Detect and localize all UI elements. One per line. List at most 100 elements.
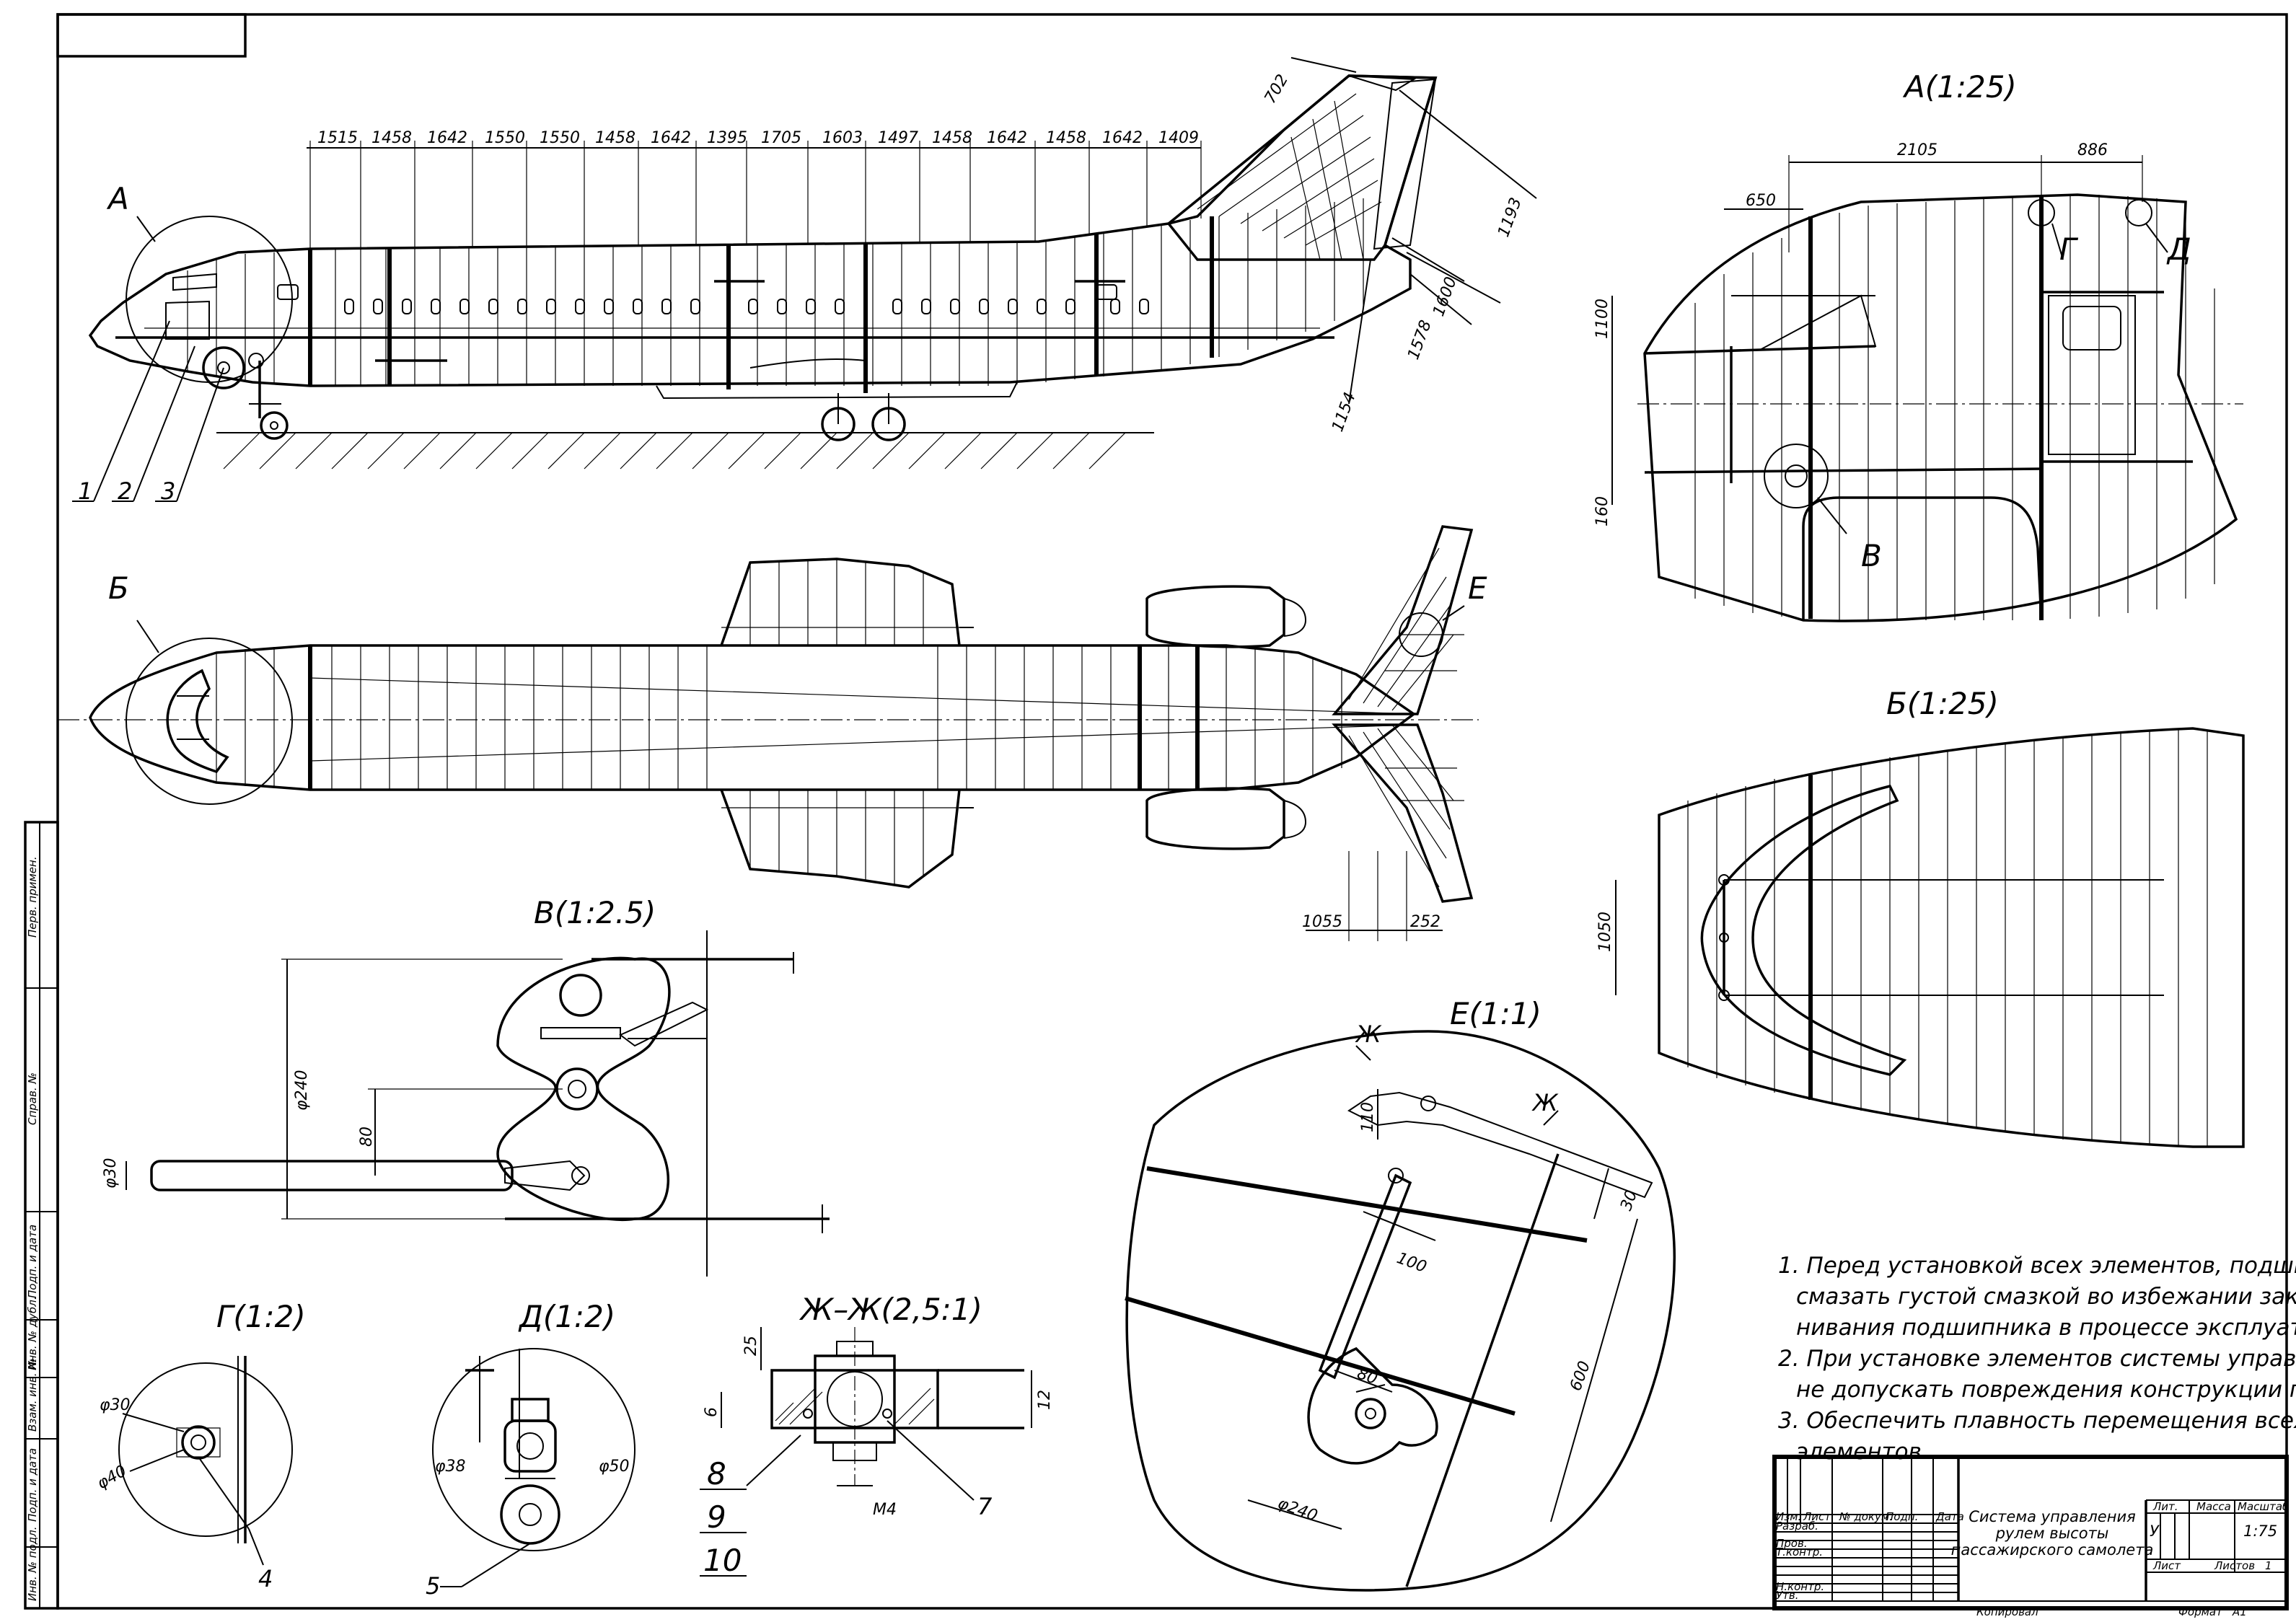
tb-format-label: Формат xyxy=(2178,1605,2223,1618)
section-zh-title: Ж–Ж(2,5:1) xyxy=(799,1292,982,1327)
note-line-3: нивания подшипника в процессе эксплуатац… xyxy=(1796,1315,2296,1341)
frame-dim-10: 1603 xyxy=(822,129,863,147)
tail-dim-702: 702 xyxy=(1262,71,1293,107)
view-v-title: В(1:2.5) xyxy=(534,895,656,930)
tb-format-value: А1 xyxy=(2232,1605,2247,1618)
callout-circle-d xyxy=(2125,199,2152,226)
callout-a: А xyxy=(106,181,129,216)
view-g-dim-d40: φ40 xyxy=(94,1462,130,1493)
technical-notes: 1. Перед установкой всех элементов, подш… xyxy=(1778,1253,2296,1465)
note-line-2: смазать густой смазкой во избежании закл… xyxy=(1796,1284,2296,1310)
frame-spacing-dims: 1515 1458 1642 1550 1550 1458 1642 1395 … xyxy=(307,129,1202,249)
tb-sheet-label: Лист xyxy=(2152,1559,2181,1572)
frame-dim-16: 1409 xyxy=(1158,129,1199,147)
pos-2: 2 xyxy=(118,477,132,505)
callout-circle-e xyxy=(1399,612,1443,657)
plan-dim-252: 252 xyxy=(1410,913,1441,931)
pos-10: 10 xyxy=(703,1543,742,1578)
view-e-dim-30: 30 xyxy=(1617,1188,1641,1213)
tb-row-utv: Утв. xyxy=(1776,1589,1799,1602)
frame-dim-4: 1550 xyxy=(485,129,525,147)
stamp-vzam-inv: Взам. инв. № xyxy=(26,1358,39,1432)
section-dim-6: 6 xyxy=(703,1407,721,1417)
tb-col-izm: Изм. xyxy=(1776,1510,1801,1523)
frame-dim-11: 1497 xyxy=(878,129,918,147)
callout-zh-2: Ж xyxy=(1531,1089,1559,1116)
view-e-title: Е(1:1) xyxy=(1450,996,1541,1031)
frame-dim-7: 1642 xyxy=(651,129,691,147)
tb-row-tkontr: Т.контр. xyxy=(1776,1546,1823,1559)
stamp-inv-dubl: Инв. № дубл. xyxy=(26,1296,39,1370)
callout-circle-v xyxy=(1764,444,1829,508)
view-a-dim-1100: 1100 xyxy=(1593,299,1611,339)
pos-8: 8 xyxy=(707,1456,726,1491)
view-a-detail: А(1:25) Г xyxy=(1593,69,2243,622)
title-block: Изм. Лист № докум. Подп. Дата Разраб. Пр… xyxy=(1772,1455,2289,1618)
view-a-dim-650: 650 xyxy=(1746,192,1776,210)
view-d-dim-d38: φ38 xyxy=(435,1458,466,1476)
frame-dim-12: 1458 xyxy=(932,129,972,147)
stamp-sprav: Справ. № xyxy=(26,1072,39,1125)
view-v-dim-d30: φ30 xyxy=(102,1158,120,1189)
view-g-title: Г(1:2) xyxy=(216,1299,306,1334)
view-b-dim-1050: 1050 xyxy=(1596,912,1614,952)
tb-row-nkontr: Н.контр. xyxy=(1776,1580,1824,1593)
callout-circle-a xyxy=(126,216,293,383)
view-b-detail: Б(1:25) 1050 xyxy=(1596,686,2245,1148)
tb-title-3: пассажирского самолета xyxy=(1951,1541,2154,1559)
frame-dim-5: 1550 xyxy=(540,129,580,147)
tb-col-list: Лист xyxy=(1803,1510,1831,1523)
note-line-7: элементов. xyxy=(1796,1439,1929,1465)
tb-scale-label: Масштаб xyxy=(2238,1500,2289,1513)
callout-e: Е xyxy=(1468,570,1487,606)
note-line-6: 3. Обеспечить плавность перемещения всех xyxy=(1778,1408,2296,1434)
tail-dim-1154: 1154 xyxy=(1329,390,1360,434)
tail-dim-1578: 1578 xyxy=(1404,318,1435,362)
view-d-title: Д(1:2) xyxy=(518,1299,615,1334)
plan-dim-1055: 1055 xyxy=(1302,913,1342,931)
view-e-dim-600: 600 xyxy=(1567,1359,1594,1393)
tb-row-razrab: Разраб. xyxy=(1776,1520,1818,1533)
frame-dim-14: 1458 xyxy=(1046,129,1086,147)
pos-1: 1 xyxy=(78,477,92,505)
cabin-windows xyxy=(344,299,1149,314)
pos-4: 4 xyxy=(258,1565,273,1592)
note-line-5: не допускать повреждения конструкции пла… xyxy=(1796,1377,2296,1403)
tb-scale-value: 1:75 xyxy=(2243,1522,2277,1540)
section-zh-detail: Ж–Ж(2,5:1) 25 6 12 M4 7 8 9 10 xyxy=(700,1292,1054,1578)
view-g-dim-d30: φ30 xyxy=(100,1396,131,1414)
tb-col-podp: Подп. xyxy=(1886,1510,1918,1523)
tb-lit-value: У xyxy=(2150,1522,2160,1540)
view-v-dim-d240: φ240 xyxy=(293,1070,311,1111)
frame-dim-2: 1458 xyxy=(371,129,412,147)
view-e-detail: Е(1:1) Ж Ж 110 30 100 80 600 φ240 xyxy=(1125,996,1676,1592)
view-d-detail: Д(1:2) φ38 φ50 5 xyxy=(426,1299,635,1600)
view-e-dim-d240: φ240 xyxy=(1275,1494,1320,1525)
pos-5: 5 xyxy=(426,1572,440,1600)
tb-lit-label: Лит. xyxy=(2152,1500,2178,1513)
view-v-detail: В(1:2.5) φ240 80 φ30 xyxy=(102,895,830,1277)
tb-title-2: рулем высоты xyxy=(1995,1525,2109,1542)
callout-b: Б xyxy=(108,570,129,606)
pos-9: 9 xyxy=(707,1499,726,1535)
view-a-dim-886: 886 xyxy=(2077,141,2108,159)
sheet-frame xyxy=(56,13,2288,1610)
view-e-dim-110: 110 xyxy=(1359,1102,1377,1132)
note-line-1: 1. Перед установкой всех элементов, подш… xyxy=(1778,1253,2296,1279)
frame-dim-1: 1515 xyxy=(317,129,358,147)
callout-g: Г xyxy=(2059,232,2079,267)
aircraft-plan-view: Б Е 1055 252 xyxy=(58,525,1487,941)
pos-7: 7 xyxy=(977,1493,993,1520)
section-dim-12: 12 xyxy=(1036,1390,1054,1410)
tb-col-doc: № докум. xyxy=(1839,1510,1893,1523)
tb-copied: Копировал xyxy=(1976,1605,2038,1618)
tb-sheets-value: 1 xyxy=(2265,1559,2272,1572)
callout-zh-1: Ж xyxy=(1355,1021,1382,1048)
section-dim-m4: M4 xyxy=(873,1501,897,1519)
frame-dim-9: 1705 xyxy=(761,129,801,147)
side-stamp: Перв. примен. Справ. № Подп. и дата Инв.… xyxy=(24,821,59,1610)
tb-title-1: Система управления xyxy=(1969,1508,2135,1525)
tb-mass-label: Масса xyxy=(2196,1500,2231,1513)
view-b-title: Б(1:25) xyxy=(1886,686,1999,721)
